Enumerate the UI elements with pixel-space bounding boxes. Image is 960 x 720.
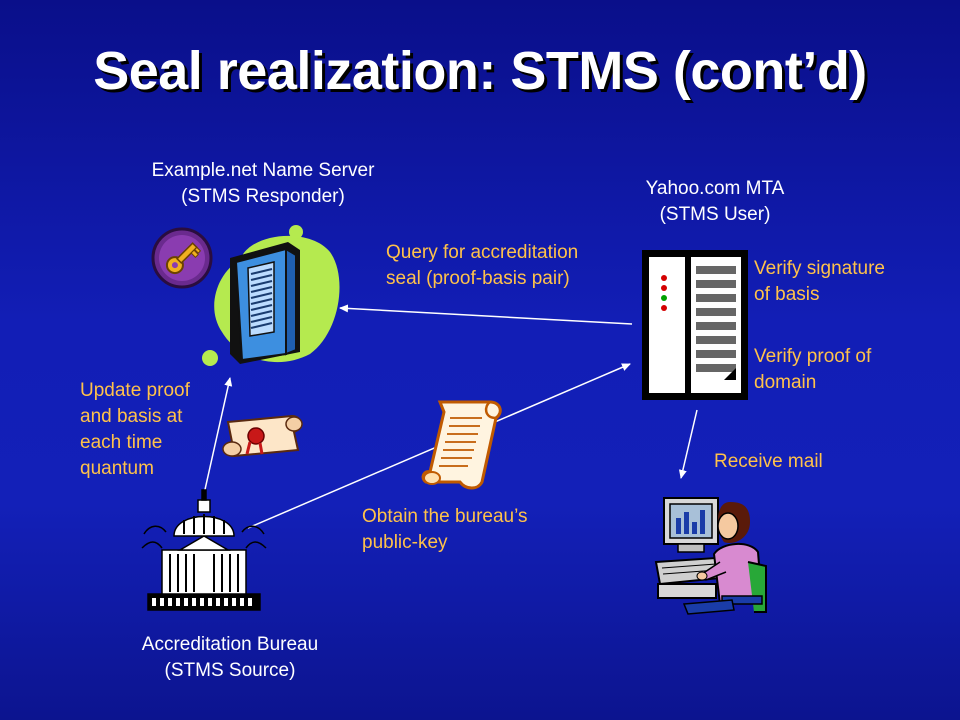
deliver-arrow [678, 409, 698, 479]
update-annotation: Update proof and basis at each time quan… [80, 378, 190, 482]
update-line4: quantum [80, 458, 154, 479]
bureau-label-line1: Accreditation Bureau [141, 634, 319, 655]
query-arrow [339, 304, 633, 325]
server-icon [202, 225, 340, 366]
obtain-annotation: Obtain the bureau’s public-key [362, 504, 528, 556]
capitol-building-icon [141, 489, 267, 611]
verify-signature-annotation: Verify signature of basis [754, 256, 885, 308]
key-icon [151, 227, 213, 289]
slide-title: Seal realization: STMS (cont’d) [93, 41, 867, 101]
bureau-label: Accreditation Bureau (STMS Source) [110, 632, 350, 684]
name-server-label-line2: (STMS Responder) [181, 186, 345, 207]
verify-signature-line1: Verify signature [754, 258, 885, 279]
seal-scroll-icon [222, 414, 303, 458]
mta-server-icon [642, 250, 748, 400]
name-server-label-line1: Example.net Name Server [151, 160, 375, 181]
mta-label-line2: (STMS User) [659, 204, 771, 225]
certificate-scroll-icon [421, 400, 502, 490]
obtain-line2: public-key [362, 532, 448, 553]
name-server-label: Example.net Name Server (STMS Responder) [118, 158, 408, 210]
receive-mail-annotation: Receive mail [714, 451, 823, 472]
verify-proof-annotation: Verify proof of domain [754, 344, 871, 396]
update-line1: Update proof [80, 380, 190, 401]
mta-label-line1: Yahoo.com MTA [645, 178, 785, 199]
verify-signature-line2: of basis [754, 284, 820, 305]
update-line3: each time [80, 432, 163, 453]
obtain-line1: Obtain the bureau’s [362, 506, 528, 527]
user-at-computer-icon [654, 497, 767, 615]
mta-label: Yahoo.com MTA (STMS User) [610, 176, 820, 228]
query-annotation: Query for accreditation seal (proof-basi… [386, 240, 578, 292]
verify-proof-line2: domain [754, 372, 817, 393]
bureau-label-line2: (STMS Source) [164, 660, 296, 681]
verify-proof-line1: Verify proof of [754, 346, 872, 367]
query-annotation-line1: Query for accreditation [386, 242, 579, 263]
query-annotation-line2: seal (proof-basis pair) [386, 268, 570, 289]
update-line2: and basis at [80, 406, 183, 427]
